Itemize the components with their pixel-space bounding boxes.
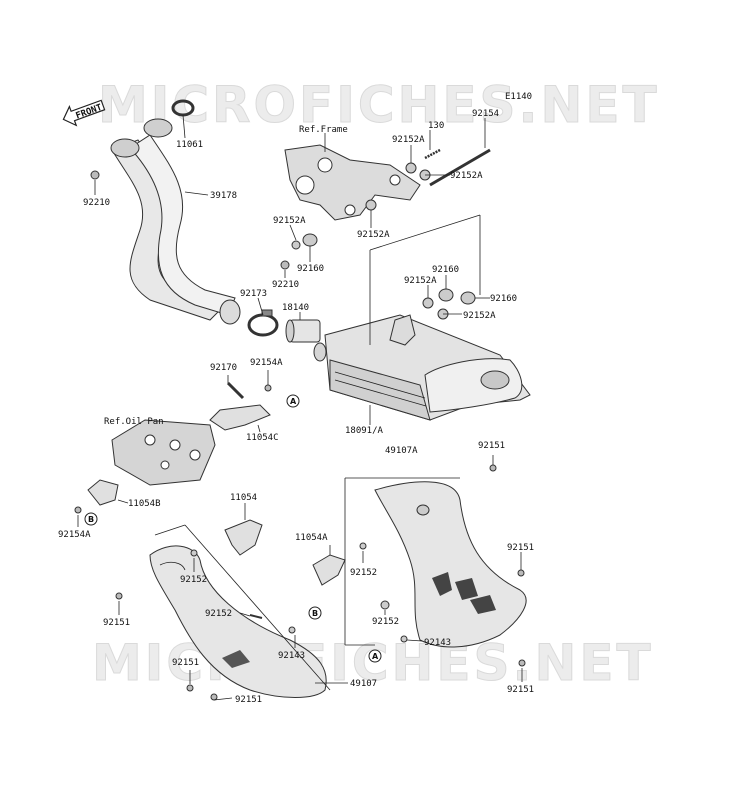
nut-92210-top [90, 170, 100, 180]
label-92160-3: 92160 [490, 294, 517, 304]
frame-bracket [284, 144, 421, 221]
label-92152a-1: 92152A [392, 135, 425, 145]
grommet-92143-2 [288, 626, 296, 634]
callout-a-top: A [286, 394, 300, 408]
label-92152a-5: 92152A [404, 276, 437, 286]
label-130: 130 [428, 121, 444, 131]
screw-92151-5 [210, 693, 218, 701]
washer-92152-2 [380, 600, 390, 610]
callout-a-lower: A [368, 649, 382, 663]
label-92170: 92170 [210, 363, 237, 373]
callout-b-lower: B [308, 606, 322, 620]
label-92152a-3: 92152A [357, 230, 390, 240]
label-18091a: 18091/A [345, 426, 384, 436]
cover-49107 [149, 545, 327, 698]
label-11054c: 11054C [246, 433, 279, 443]
label-11054b: 11054B [128, 499, 161, 509]
damper-92160-1 [302, 233, 318, 247]
label-11054a: 11054A [295, 533, 328, 543]
damper-92160-3 [460, 291, 476, 305]
exhaust-header-pipe [110, 118, 241, 325]
bolt-92154a-1 [264, 384, 272, 392]
label-92151-6: 92151 [507, 685, 534, 695]
label-92151-5: 92151 [235, 695, 262, 705]
bolt-92154a-2 [74, 506, 82, 514]
label-92151-2: 92151 [507, 543, 534, 553]
screw-92151-2 [517, 569, 525, 577]
label-49107a: 49107A [385, 446, 418, 456]
washer-92152-1 [359, 542, 367, 550]
spring-130 [424, 148, 441, 160]
washer-92152a-3 [365, 199, 377, 211]
oil-pan [111, 419, 216, 486]
label-92152-1: 92152 [350, 568, 377, 578]
svg-text:B: B [88, 515, 94, 524]
label-18140: 18140 [282, 303, 309, 313]
washer-92152-3 [190, 549, 198, 557]
muffler-18091a [313, 314, 531, 421]
label-11054: 11054 [230, 493, 257, 503]
diagram-code: E1140 [505, 92, 532, 102]
label-92143-2: 92143 [278, 651, 305, 661]
label-92152a-6: 92152A [463, 311, 496, 321]
ref-frame-label: Ref.Frame [299, 125, 348, 135]
label-92152-4: 92152 [205, 609, 232, 619]
washer-92152-4 [249, 614, 263, 619]
damper-92160-2 [438, 288, 454, 302]
svg-text:A: A [290, 397, 297, 406]
bracket-11054c [209, 404, 271, 431]
screw-92151-6 [518, 659, 526, 667]
label-92154a-1: 92154A [250, 358, 283, 368]
callout-b-left: B [84, 512, 98, 526]
nut-92210-mid [280, 260, 290, 270]
label-92151-1: 92151 [478, 441, 505, 451]
label-92143-1: 92143 [424, 638, 451, 648]
label-39178: 39178 [210, 191, 237, 201]
label-92210-mid: 92210 [272, 280, 299, 290]
watermark-top: MICROFICHES.NET [98, 76, 660, 134]
label-92151-3: 92151 [103, 618, 130, 628]
watermark-bottom: MICROFICHES.NET [92, 634, 654, 692]
label-92154a-2: 92154A [58, 530, 91, 540]
grommet-92143-1 [400, 635, 408, 643]
label-92160-2: 92160 [432, 265, 459, 275]
label-92160-1: 92160 [297, 264, 324, 274]
label-92154: 92154 [472, 109, 499, 119]
washer-92152a-4 [291, 240, 301, 250]
washer-92152a-5 [422, 297, 434, 309]
label-92152-3: 92152 [180, 575, 207, 585]
connector-18140 [285, 319, 321, 343]
label-92210-top: 92210 [83, 198, 110, 208]
screw-92151-3 [115, 592, 123, 600]
label-92173: 92173 [240, 289, 267, 299]
cover-49107a [374, 481, 527, 648]
label-11061: 11061 [176, 140, 203, 150]
label-92152a-4: 92152A [273, 216, 306, 226]
bracket-11054a [312, 554, 346, 586]
label-92152-2: 92152 [372, 617, 399, 627]
ref-oil-pan-label: Ref.Oil Pan [104, 417, 164, 427]
leader-lines [77, 114, 523, 701]
bracket-11054b [87, 479, 119, 506]
svg-text:A: A [372, 652, 379, 661]
washer-92152a-1 [405, 162, 417, 174]
label-92152a-2: 92152A [450, 171, 483, 181]
screw-92151-4 [186, 684, 194, 692]
svg-text:B: B [312, 609, 318, 618]
bracket-11054 [224, 519, 263, 556]
label-49107: 49107 [350, 679, 377, 689]
bolt-92154 [429, 148, 491, 187]
label-92151-4: 92151 [172, 658, 199, 668]
bolt-92170 [226, 381, 245, 400]
screw-92151-1 [489, 464, 497, 472]
